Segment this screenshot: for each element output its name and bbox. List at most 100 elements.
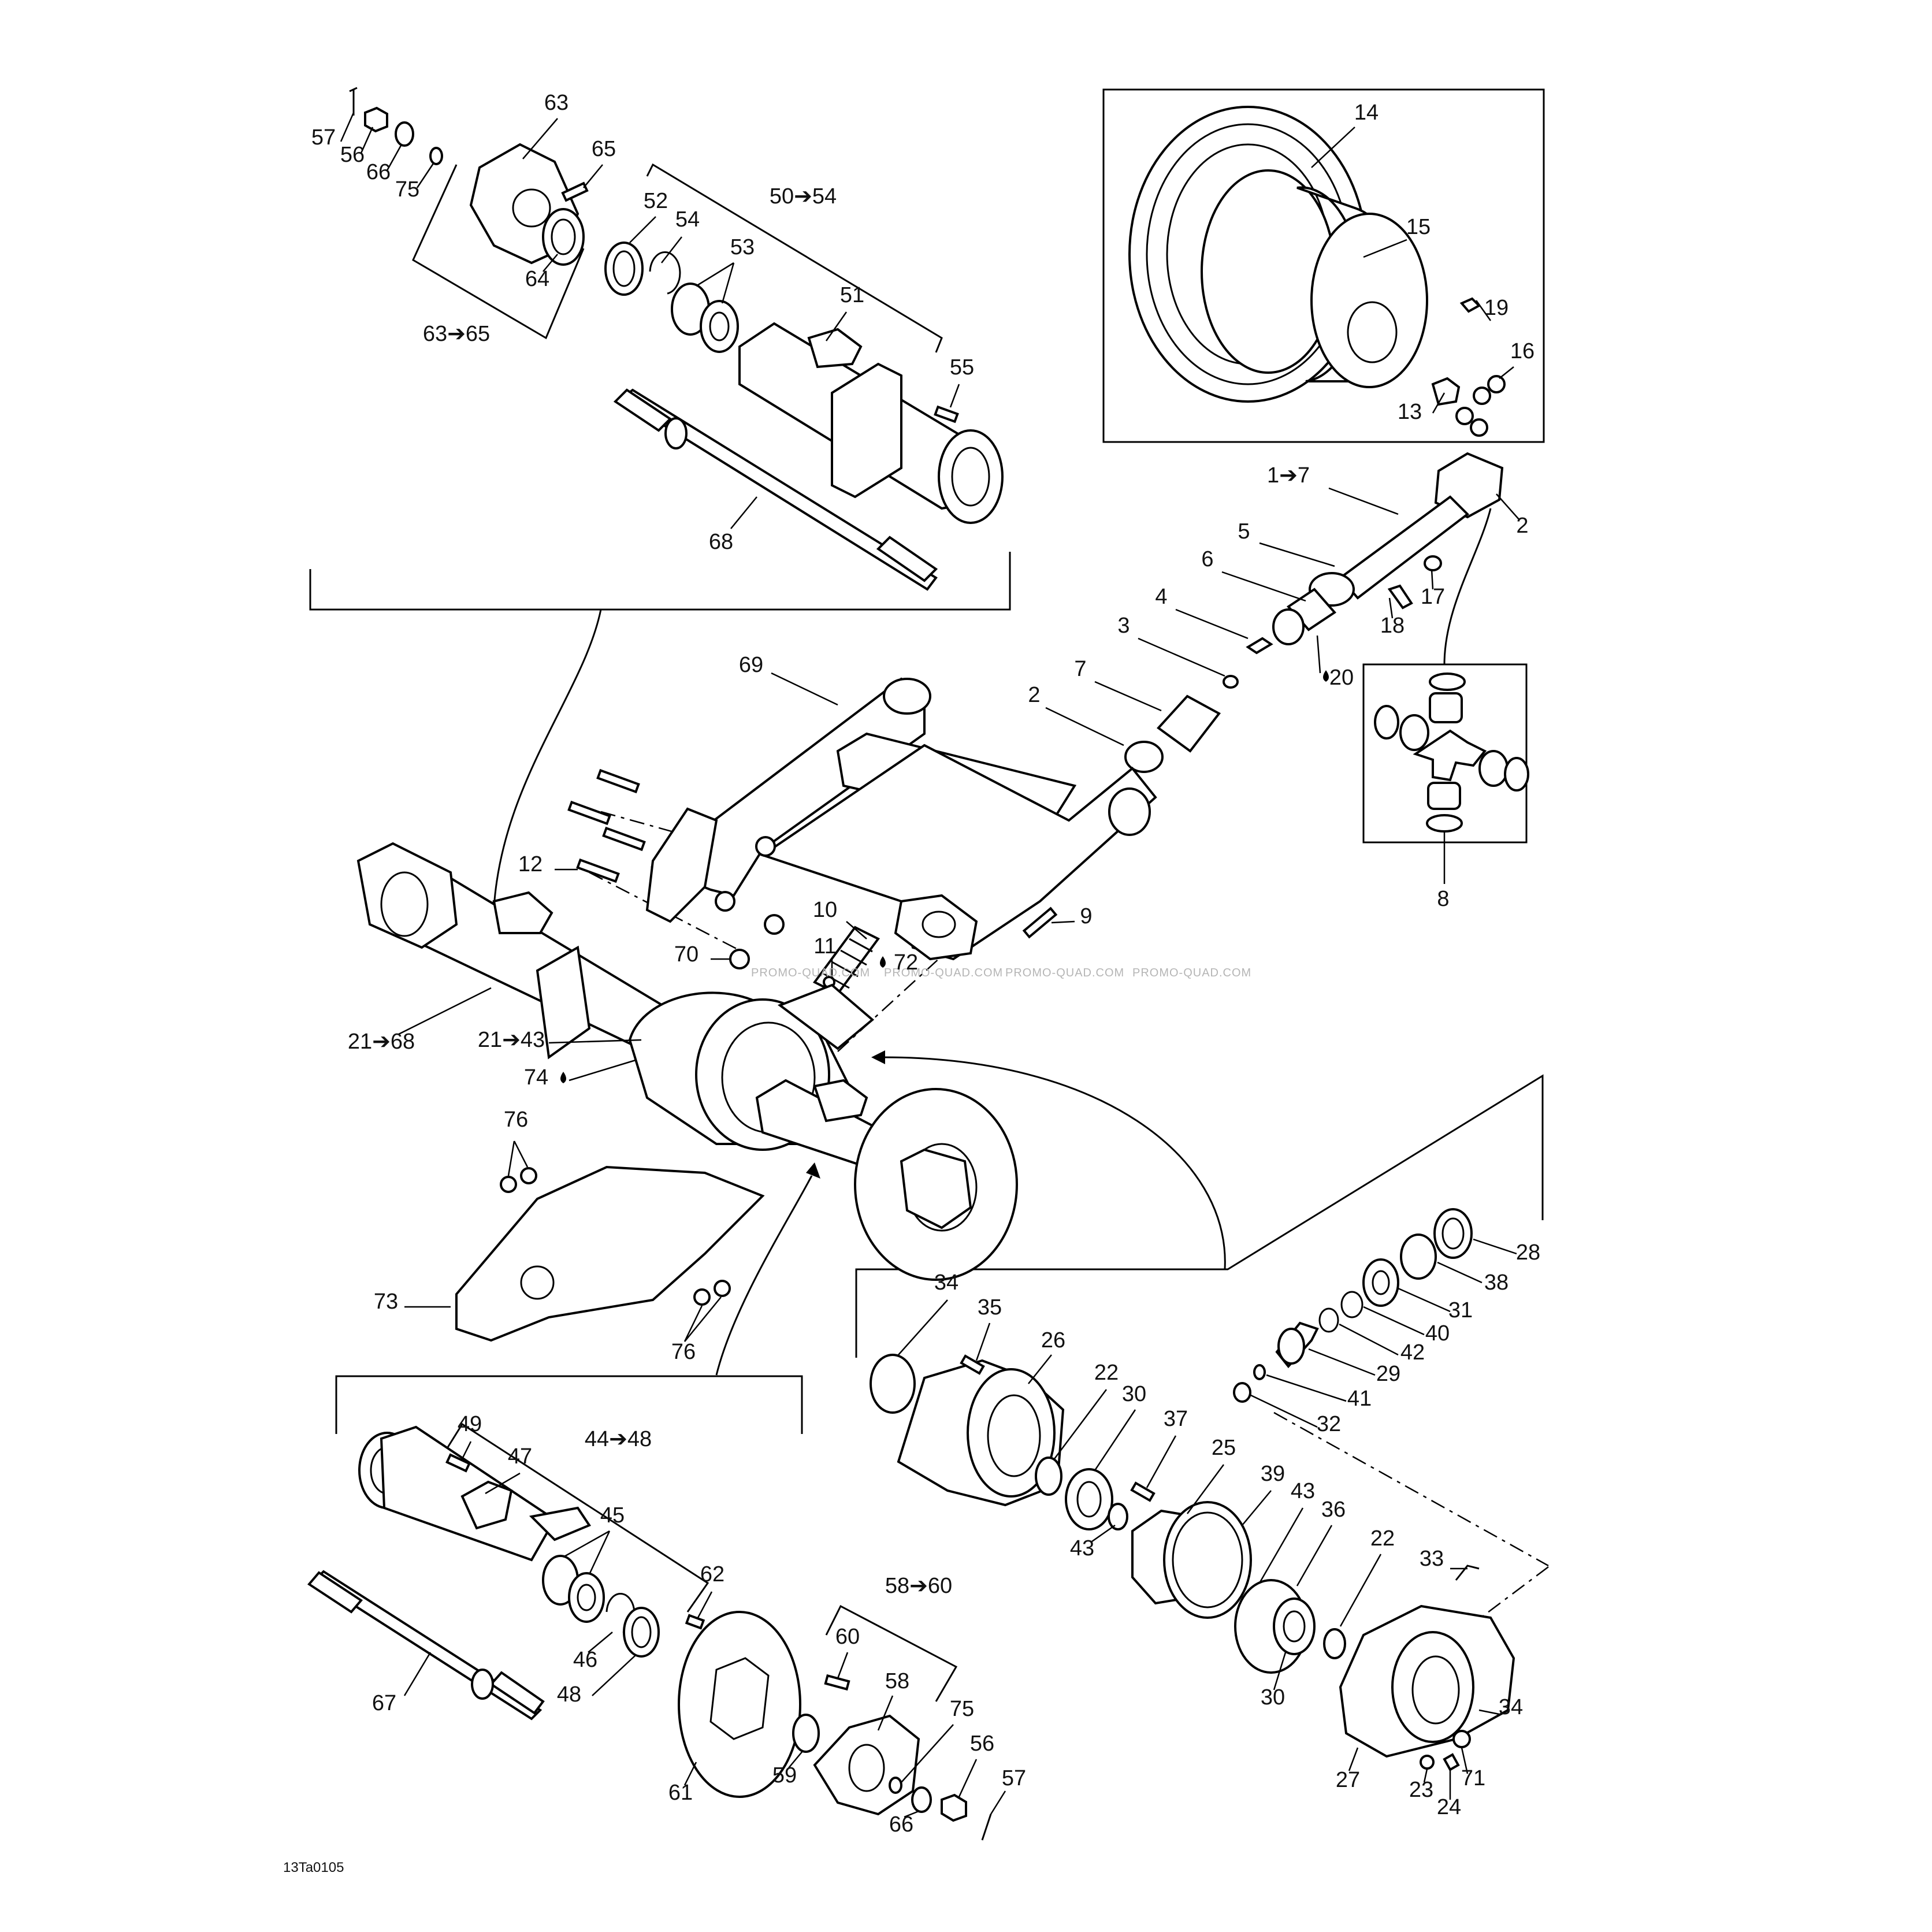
- lead-31: [1398, 1287, 1451, 1313]
- nut-76-d: [714, 1280, 731, 1297]
- callout-c29: 29: [1376, 1362, 1400, 1386]
- lead-74: [569, 1059, 636, 1082]
- diff-housing-27-bore: [1411, 1655, 1460, 1725]
- callout-c72: 72: [894, 950, 918, 975]
- diff-housing-26-bore: [987, 1394, 1041, 1477]
- shim-42: [1318, 1307, 1339, 1333]
- bolt-upper-3: [602, 826, 646, 852]
- callout-c65: 65: [592, 137, 616, 161]
- nut-38: [1400, 1233, 1437, 1280]
- bearing-53-b-inner: [709, 311, 730, 341]
- lead-66b: [904, 1810, 919, 1818]
- lug-nut-16-a: [1487, 375, 1506, 393]
- lead-9: [1051, 920, 1075, 924]
- lug-nut-16-b: [1473, 387, 1491, 405]
- lead-40: [1363, 1306, 1425, 1336]
- skid-plate-73: [455, 1165, 765, 1342]
- bolt-60: [824, 1674, 850, 1691]
- callout-c30a: 30: [1122, 1382, 1146, 1406]
- tube-end-flange-inner: [951, 447, 990, 507]
- coupler-20-end: [1272, 608, 1305, 645]
- callout-c25: 25: [1212, 1436, 1236, 1460]
- callout-c33: 33: [1420, 1547, 1444, 1571]
- callout-c3: 3: [1117, 614, 1130, 638]
- lead-4: [1175, 608, 1249, 640]
- callout-c51: 51: [840, 283, 864, 307]
- lead-3: [1138, 637, 1225, 677]
- callout-c75a: 75: [395, 177, 419, 202]
- hub-right: [900, 1148, 972, 1229]
- bolt-9: [1022, 906, 1058, 939]
- lead-26: [1028, 1354, 1052, 1384]
- ring-gear-39-teeth: [1172, 1511, 1243, 1608]
- u-joint-ring-top: [1429, 673, 1466, 691]
- nut-56-bottom: [941, 1793, 967, 1822]
- washer-41: [1253, 1364, 1266, 1380]
- lead-20: [1316, 635, 1321, 674]
- callout-c56b: 56: [970, 1732, 994, 1756]
- lead-71: [1461, 1747, 1469, 1774]
- bearing-30-left: [1065, 1468, 1113, 1530]
- callout-c36: 36: [1321, 1498, 1346, 1522]
- oil-drop-icon-72: [880, 956, 886, 968]
- arrow-upper-axle: [493, 609, 602, 908]
- tube-flange-plate: [831, 362, 902, 499]
- washer-66-bottom: [911, 1786, 932, 1813]
- washer-3: [1223, 675, 1239, 689]
- callout-c26: 26: [1041, 1328, 1065, 1353]
- skid-plate-body: [455, 1165, 765, 1342]
- callout-c43b: 43: [1070, 1536, 1094, 1561]
- callout-c46: 46: [573, 1648, 597, 1672]
- callout-c35: 35: [978, 1295, 1002, 1320]
- seal-64-top: [542, 208, 585, 266]
- lug-nut-16-c: [1455, 407, 1474, 425]
- lead-56a: [360, 127, 374, 154]
- brake-disc-61: [678, 1611, 801, 1798]
- lead-45a: [563, 1530, 610, 1558]
- shaft-67-collar: [471, 1669, 494, 1700]
- ring-75-bottom: [889, 1777, 902, 1794]
- seal-28-inner: [1441, 1217, 1465, 1250]
- callout-c31: 31: [1448, 1298, 1473, 1322]
- arrow-differential-head: [871, 1050, 885, 1064]
- swing-arm-flange-bore: [922, 911, 956, 938]
- seal-52-inner: [612, 250, 636, 287]
- differential-bracket: [855, 1074, 1544, 1358]
- callout-c58: 58: [885, 1669, 909, 1693]
- callout-c24: 24: [1437, 1795, 1461, 1819]
- boot-2-bottom: [1124, 741, 1164, 773]
- seal-28: [1433, 1208, 1473, 1259]
- housing-right-flange: [777, 983, 875, 1050]
- left-flange-bore: [380, 871, 429, 937]
- callout-c13: 13: [1398, 400, 1422, 424]
- lead-75a: [416, 163, 434, 188]
- lead-62: [697, 1591, 713, 1618]
- bearing-31-inner: [1372, 1270, 1390, 1295]
- washer-17: [1424, 555, 1442, 571]
- watermark-text-4: PROMO-QUAD.COM: [1132, 967, 1251, 979]
- bearing-53-b: [700, 300, 739, 353]
- callout-c20: 20: [1329, 666, 1354, 690]
- bracket-44: [529, 1506, 592, 1541]
- callout-c66a: 66: [366, 160, 391, 184]
- ring-75-top: [429, 147, 443, 165]
- callout-c71: 71: [1461, 1766, 1485, 1790]
- callout-c45: 45: [600, 1503, 625, 1528]
- callout-c70: 70: [674, 942, 699, 967]
- bracket-50-54: [646, 163, 943, 353]
- callout-c56a: 56: [340, 143, 365, 167]
- callout-c11: 11: [813, 934, 836, 958]
- lead-49: [461, 1441, 472, 1459]
- callout-c73: 73: [374, 1290, 398, 1314]
- lead-52: [629, 216, 656, 243]
- callout-c60: 60: [835, 1625, 860, 1649]
- nut-70-c: [764, 914, 785, 935]
- shaft-67-spline-left: [307, 1571, 363, 1614]
- bracket-44-48: [447, 1422, 709, 1613]
- skid-plate-hole: [520, 1265, 555, 1300]
- swing-arm-bracket-left: [645, 807, 718, 923]
- lead-35: [975, 1322, 991, 1361]
- shaft-tube-5: [1339, 495, 1470, 600]
- callout-c54a: 54: [675, 207, 700, 232]
- watermark-text-3: PROMO-QUAD.COM: [1005, 967, 1124, 979]
